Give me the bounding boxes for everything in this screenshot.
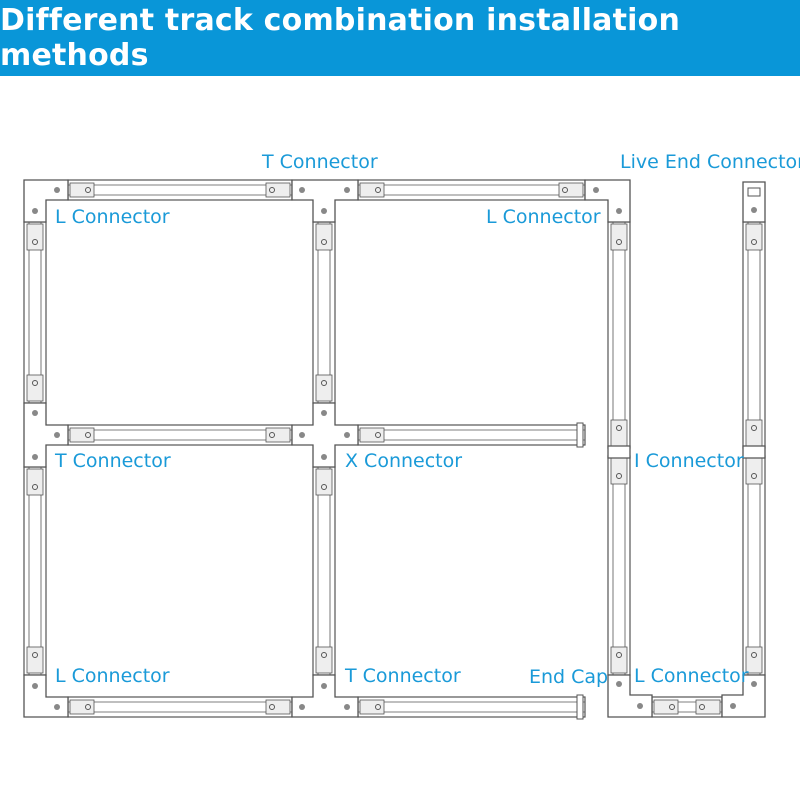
l-connector: [23, 179, 69, 223]
screw-icon: [32, 454, 38, 460]
track-clip: [69, 182, 95, 198]
track-clip: [558, 182, 584, 198]
header-banner: Different track combination installation…: [0, 0, 800, 76]
label-l-connector-top-left: L Connector: [55, 206, 170, 228]
screw-icon: [54, 704, 60, 710]
horizontal-track: [67, 424, 293, 446]
track-clip: [610, 223, 628, 251]
track-clip: [695, 699, 721, 715]
x-connector: [291, 402, 359, 468]
track-clip: [26, 646, 44, 674]
label-t-connector-top: T Connector: [262, 151, 378, 173]
label-l-connector-top-right: L Connector: [486, 206, 601, 228]
end-cap: [576, 694, 584, 720]
l-connector: [23, 674, 69, 718]
track-clip: [265, 699, 291, 715]
horizontal-track: [67, 179, 293, 201]
vertical-track: [742, 221, 766, 449]
screw-icon: [54, 432, 60, 438]
track-clip: [315, 223, 333, 251]
horizontal-track: [357, 694, 586, 720]
i-connector: [742, 445, 766, 459]
horizontal-track: [651, 696, 723, 718]
vertical-track: [23, 466, 47, 676]
t-connector: [291, 179, 359, 223]
track-clip: [359, 699, 385, 715]
track-clip: [265, 427, 291, 443]
screw-icon: [54, 187, 60, 193]
screw-icon: [299, 187, 305, 193]
screw-icon: [344, 432, 350, 438]
vertical-track: [312, 221, 336, 404]
l-connector: [607, 674, 653, 718]
horizontal-track: [357, 422, 586, 448]
track-clip: [26, 223, 44, 251]
label-l-connector-bottom-right: L Connector: [634, 665, 749, 687]
screw-icon: [32, 208, 38, 214]
track-clip: [69, 699, 95, 715]
label-end-cap: End Cap: [529, 666, 609, 688]
vertical-track: [312, 466, 336, 676]
label-i-connector: I Connector: [634, 450, 744, 472]
page-title: Different track combination installation…: [0, 3, 681, 73]
screw-icon: [321, 683, 327, 689]
label-live-end-connector: Live End Connector: [620, 151, 800, 173]
track-clip: [359, 182, 385, 198]
screw-icon: [32, 410, 38, 416]
screw-icon: [321, 454, 327, 460]
l-connector: [584, 179, 631, 223]
vertical-track: [742, 455, 766, 676]
vertical-track: [607, 221, 631, 449]
screw-icon: [321, 410, 327, 416]
screw-icon: [299, 704, 305, 710]
label-l-connector-bottom-left: L Connector: [55, 665, 170, 687]
track-clip: [265, 182, 291, 198]
horizontal-track: [67, 696, 293, 718]
label-x-connector: X Connector: [345, 450, 463, 472]
l-connector: [721, 674, 766, 718]
screw-icon: [299, 432, 305, 438]
track-clip: [26, 468, 44, 496]
screw-icon: [616, 681, 622, 687]
track-clip: [610, 457, 628, 485]
track-clip: [745, 419, 763, 447]
vertical-track: [23, 221, 47, 404]
screw-icon: [344, 187, 350, 193]
screw-icon: [751, 207, 757, 213]
track-clip: [69, 427, 95, 443]
track-clip: [26, 374, 44, 402]
track-clip: [653, 699, 679, 715]
track-clip: [745, 646, 763, 674]
screw-icon: [32, 683, 38, 689]
screw-icon: [344, 704, 350, 710]
track-clip: [315, 374, 333, 402]
t-connector: [23, 402, 69, 468]
track-clip: [315, 646, 333, 674]
track-clip: [315, 468, 333, 496]
screw-icon: [321, 208, 327, 214]
track-clip: [745, 457, 763, 485]
vertical-track: [607, 455, 631, 676]
live-end-socket: [747, 187, 761, 197]
track-clip: [610, 646, 628, 674]
screw-icon: [616, 208, 622, 214]
end-cap: [576, 422, 584, 448]
i-connector: [607, 445, 631, 459]
screw-icon: [751, 681, 757, 687]
track-clip: [610, 419, 628, 447]
label-t-connector-left: T Connector: [55, 450, 171, 472]
screw-icon: [593, 187, 599, 193]
track-clip: [745, 223, 763, 251]
label-t-connector-bottom: T Connector: [345, 665, 461, 687]
t-connector: [291, 674, 359, 718]
track-clip: [359, 427, 385, 443]
screw-icon: [730, 703, 736, 709]
horizontal-track: [357, 179, 586, 201]
screw-icon: [637, 703, 643, 709]
